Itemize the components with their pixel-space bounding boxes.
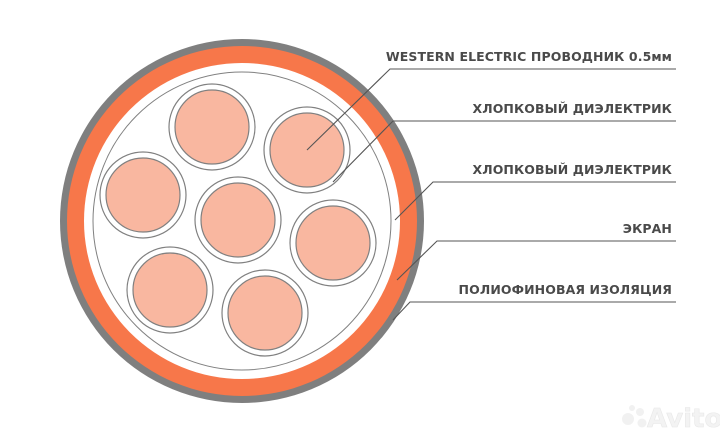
leader-line-insulation bbox=[392, 301, 676, 321]
conductor-core bbox=[200, 182, 276, 258]
leader-line-conductor bbox=[306, 68, 676, 151]
conductor-core bbox=[174, 89, 250, 165]
avito-watermark: Avito bbox=[622, 404, 720, 434]
label-conductor: WESTERN ELECTRIC ПРОВОДНИК 0.5мм bbox=[386, 49, 672, 64]
watermark-text: Avito bbox=[647, 404, 720, 434]
label-cotton-dielectric-2: ХЛОПКОВЫЙ ДИЭЛЕКТРИК bbox=[472, 162, 672, 177]
leader-line-cotton-dielectric-1 bbox=[332, 120, 676, 183]
cotton-dielectric-outer-line bbox=[92, 71, 392, 371]
label-insulation: ПОЛИОФИНОВАЯ ИЗОЛЯЦИЯ bbox=[459, 282, 672, 297]
leader-line-screen bbox=[396, 240, 676, 281]
label-cotton-dielectric-1: ХЛОПКОВЫЙ ДИЭЛЕКТРИК bbox=[472, 101, 672, 116]
leader-line-cotton-dielectric-2 bbox=[394, 181, 676, 221]
conductor-core bbox=[295, 205, 371, 281]
conductor-core bbox=[132, 252, 208, 328]
conductor-core bbox=[227, 275, 303, 351]
conductor-core bbox=[105, 157, 181, 233]
label-screen: ЭКРАН bbox=[623, 221, 672, 236]
